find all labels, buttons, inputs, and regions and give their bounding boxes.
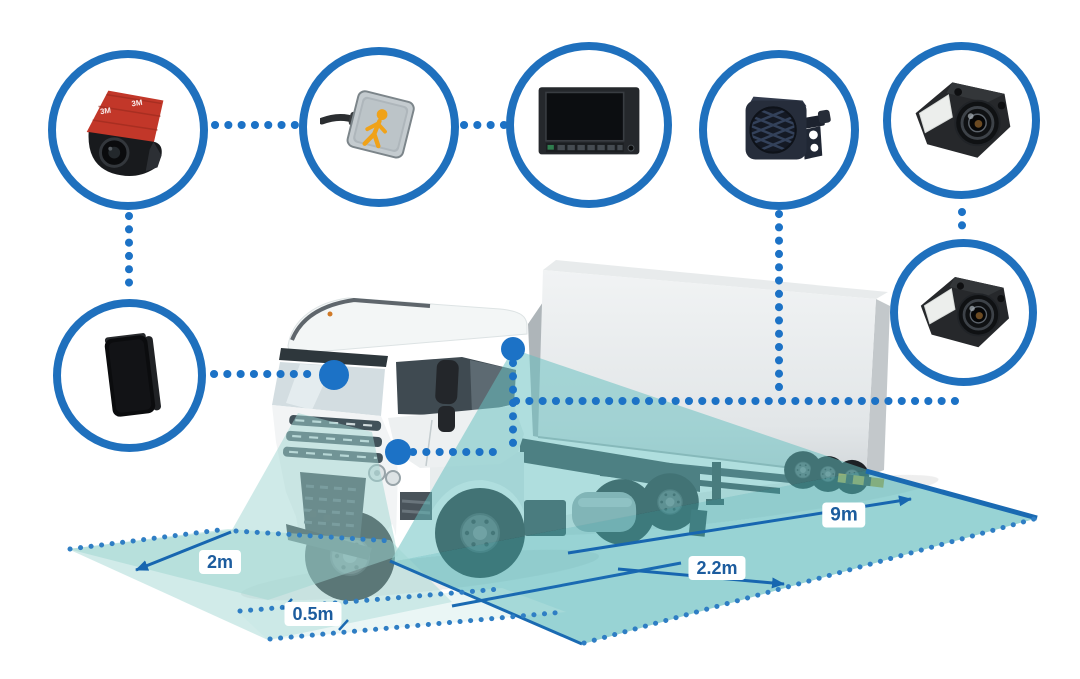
component-front-camera: 3M 3M [48,50,208,210]
component-connectors [125,121,967,456]
mounting-points [319,337,525,465]
zone-edges [67,468,1038,646]
side-view-camera-icon [920,276,1009,347]
component-side-camera-top [883,42,1040,199]
rear-width-label: 2.2m [688,556,746,580]
front-corner-camera-point [385,439,411,465]
component-pedestrian-indicator [299,47,459,207]
front-detection-curtain [68,413,398,600]
pedestrian-warning-indicator-icon [320,90,415,159]
front-width-label: 2m [198,550,242,574]
front-detection-zone-ground [68,529,452,640]
component-control-unit [53,299,206,452]
control-box-icon [104,332,161,417]
front-width-arrow [135,530,232,572]
component-side-camera-bottom [890,239,1037,386]
backup-alarm-speaker-icon [745,96,831,160]
detection-zones [68,349,1038,644]
adhesive-mount-forward-camera-icon: 3M 3M [86,90,164,177]
component-backup-alarm [699,50,859,210]
side-view-camera-icon [915,81,1010,158]
svg-text:3M: 3M [131,98,144,108]
component-monitor [506,42,672,208]
side-length-label: 9m [822,502,866,528]
svg-text:3M: 3M [99,106,112,116]
windshield-camera-point [319,360,349,390]
dash-monitor-icon [538,87,640,155]
cab-rear-camera-point [501,337,525,361]
side-strip-label: 0.5m [284,602,342,626]
